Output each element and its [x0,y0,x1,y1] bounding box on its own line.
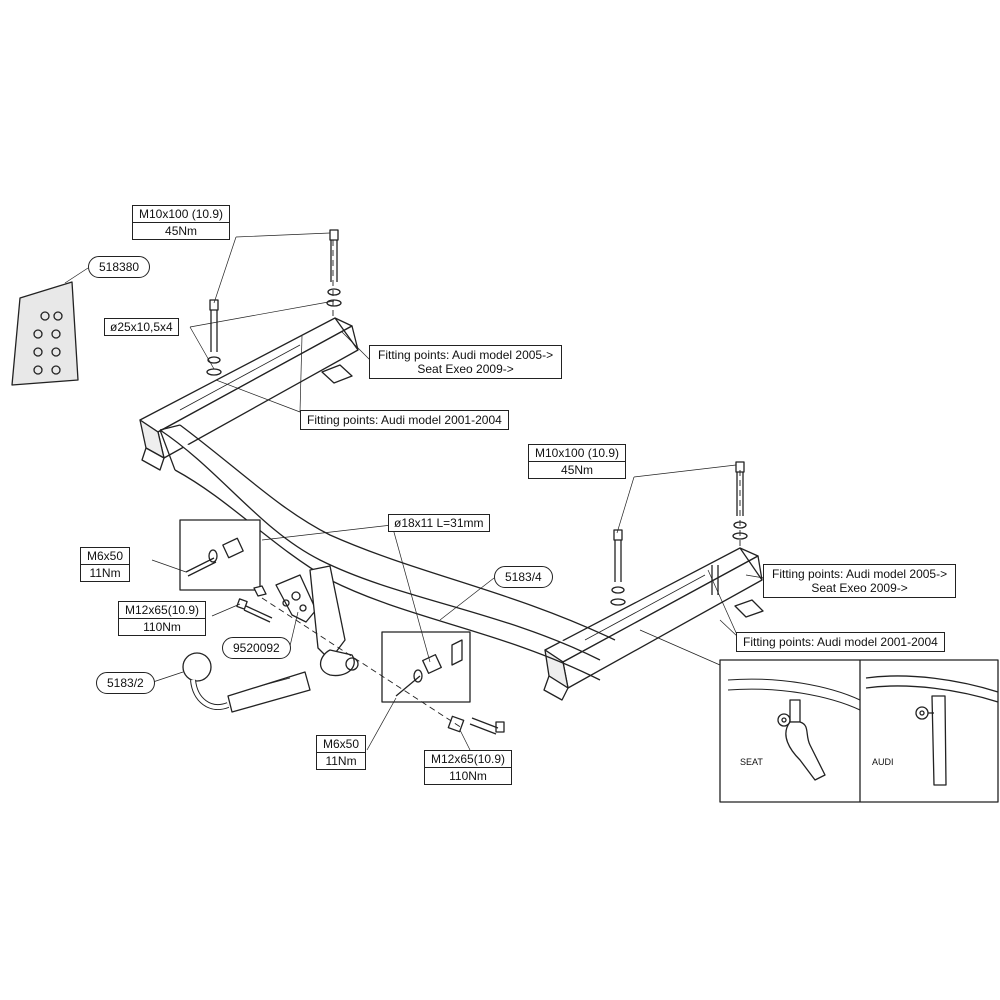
bolt-torque-label: 45Nm [561,463,594,477]
fitting-points-left-new: Fitting points: Audi model 2005-> Seat E… [369,345,563,379]
m12-spec-left: M12x65(10.9) 110Nm [118,601,207,636]
left-mounting-bracket [139,317,359,471]
fitting-points-right-new: Fitting points: Audi model 2005-> Seat E… [763,564,957,598]
bolt-washer-top-right [610,461,764,618]
m12-bolt-bottom [447,715,505,735]
part-label-5183-4: 5183/4 [494,566,553,588]
fitting-line-1: Fitting points: Audi model 2005-> [378,348,554,362]
fitting-line-1: Fitting points: Audi model 2005-> [772,567,948,581]
m6-bolt-left [185,537,244,577]
fitting-line-2: Seat Exeo 2009-> [811,581,908,595]
inset-label-seat: SEAT [740,757,763,767]
tow-ball [182,652,311,713]
bolt-washer-top-left [206,229,353,384]
bolt-spec-top-right: M10x100 (10.9) 45Nm [528,444,627,479]
fitting-points-left-old: Fitting points: Audi model 2001-2004 [300,410,509,430]
m6-torque-label: 11Nm [325,754,357,768]
assembly-guide-lines [261,240,741,729]
m12-bolt-left [236,585,273,623]
m12-torque-label: 110Nm [143,620,181,634]
fitting-line-2: Seat Exeo 2009-> [417,362,514,376]
bolt-spec-label: M10x100 (10.9) [133,206,230,223]
washer-spec-label: ø25x10,5x4 [104,318,179,336]
bolt-spec-top-left: M10x100 (10.9) 45Nm [132,205,231,240]
m6-bolt-bottom [395,639,463,697]
part-label-518380: 518380 [88,256,151,278]
main-cross-beam [159,424,616,681]
inset-label-audi: AUDI [872,757,894,767]
m6-torque-label: 11Nm [89,566,121,580]
m12-spec-bottom: M12x65(10.9) 110Nm [424,750,513,785]
m6-spec-label: M6x50 [317,736,366,753]
m12-spec-label: M12x65(10.9) [425,751,512,768]
bushing-spec-label: ø18x11 L=31mm [388,514,490,532]
part-label-5183-2: 5183/2 [96,672,155,694]
plate-518380 [11,281,79,386]
part-label-9520092: 9520092 [222,637,291,659]
inset-detail [639,629,999,803]
m6-spec-left: M6x50 11Nm [80,547,131,582]
fitting-points-right-old: Fitting points: Audi model 2001-2004 [736,632,945,652]
bolt-torque-label: 45Nm [165,224,198,238]
m12-torque-label: 110Nm [449,769,487,783]
m6-spec-bottom: M6x50 11Nm [316,735,367,770]
bolt-spec-label: M10x100 (10.9) [529,445,626,462]
m6-spec-label: M6x50 [81,548,130,565]
m12-spec-label: M12x65(10.9) [119,602,206,619]
left-detail-frame [179,519,261,591]
towbar-mount-plate [275,565,359,677]
leader-lines [64,232,765,751]
